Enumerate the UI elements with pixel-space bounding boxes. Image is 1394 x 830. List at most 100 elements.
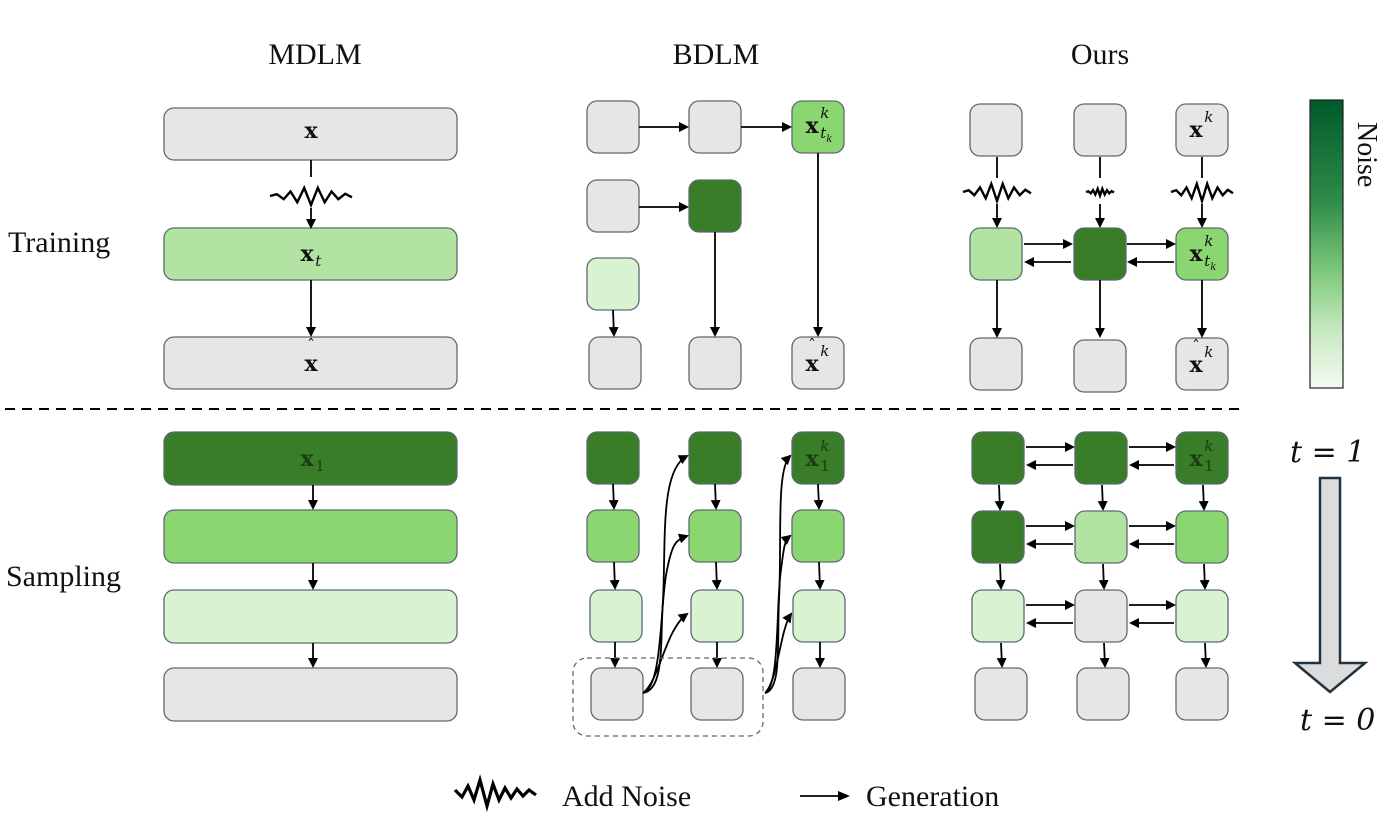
- block-outline: [572, 657, 764, 737]
- ours-sampling-box: [1076, 667, 1130, 721]
- ours-training-box: [969, 227, 1023, 281]
- noise-colorbar: [1309, 99, 1344, 389]
- generation-curve-arrow: [642, 612, 689, 694]
- bdlm-sampling-box: [690, 589, 744, 643]
- mdlm-sampling-box: [163, 431, 458, 486]
- svg-text:k: k: [826, 134, 832, 145]
- bdlm-sampling-box: [586, 431, 640, 485]
- svg-text:1: 1: [315, 457, 325, 475]
- bdlm-training-box: [688, 100, 742, 154]
- ours-sampling-box: [974, 667, 1028, 721]
- svg-text:x: x: [1189, 117, 1203, 143]
- generation-arrow: [813, 483, 824, 510]
- ours-sampling-box: [1074, 431, 1128, 485]
- generation-arrow: [608, 483, 619, 510]
- generation-curve-arrow: [764, 612, 793, 694]
- ours-sampling-box: [1074, 510, 1128, 564]
- bdlm-sampling-box: [586, 509, 640, 563]
- svg-text:x: x: [1189, 352, 1203, 378]
- time-start-label: t = 1: [1290, 435, 1366, 470]
- generation-arrow: [608, 309, 619, 337]
- ours-training-box: [1073, 227, 1127, 281]
- bdlm-training-box: [688, 179, 742, 233]
- generation-arrow: [995, 563, 1006, 590]
- bdlm-training-box: [688, 336, 742, 390]
- bdlm-sampling-box: [791, 509, 845, 563]
- svg-text:x: x: [805, 113, 819, 139]
- ours-training-box: [1175, 337, 1229, 391]
- generation-arrow: [1098, 563, 1109, 590]
- generation-arrow: [711, 561, 722, 590]
- add-noise-icon: [453, 774, 537, 813]
- time-arrow-icon: [1291, 476, 1369, 694]
- svg-text:x: x: [805, 446, 819, 472]
- label-x-hat: xˆ: [304, 336, 318, 377]
- ours-sampling-box: [1175, 510, 1229, 564]
- svg-text:x: x: [805, 351, 819, 377]
- generation-arrow: [1099, 642, 1110, 668]
- mdlm-sampling-box: [163, 589, 458, 644]
- bdlm-training-box: [586, 100, 640, 154]
- colorbar-label: Noise: [1351, 122, 1382, 188]
- column-title-bdlm: BDLM: [672, 38, 760, 71]
- bdlm-training-box: [588, 336, 642, 390]
- generation-arrow: [1198, 484, 1209, 511]
- svg-text:ˆ: ˆ: [307, 336, 315, 355]
- svg-text:x: x: [1189, 241, 1203, 267]
- mdlm-training-box: [163, 336, 458, 390]
- svg-text:t: t: [1204, 252, 1211, 270]
- ours-training-box: [1073, 103, 1127, 157]
- svg-text:k: k: [820, 437, 829, 455]
- bdlm-sampling-box: [688, 431, 742, 485]
- ours-sampling-box: [1074, 589, 1128, 643]
- ours-sampling-box: [1175, 667, 1229, 721]
- ours-training-box: [1073, 339, 1127, 393]
- bdlm-sampling-box: [792, 589, 846, 643]
- svg-text:x: x: [1189, 446, 1203, 472]
- legend-add-noise: Add Noise: [562, 780, 692, 813]
- bdlm-sampling-box: [792, 667, 846, 721]
- noise-zigzag-icon: [1085, 185, 1115, 200]
- svg-text:x: x: [304, 351, 318, 377]
- mdlm-sampling-box: [163, 509, 458, 564]
- svg-text:ˆ: ˆ: [808, 336, 816, 355]
- noise-zigzag-icon: [962, 180, 1032, 205]
- column-title-ours: Ours: [1070, 38, 1130, 71]
- svg-text:ˆ: ˆ: [1192, 337, 1200, 356]
- mdlm-sampling-box: [163, 667, 458, 722]
- row-label-training: Training: [8, 226, 111, 259]
- svg-text:1: 1: [820, 457, 830, 475]
- ours-sampling-box: [971, 510, 1025, 564]
- generation-arrow-icon: [800, 791, 850, 801]
- ours-sampling-box: [971, 431, 1025, 485]
- noise-zigzag-icon: [269, 184, 353, 209]
- generation-arrow: [996, 642, 1007, 668]
- svg-text:k: k: [820, 342, 829, 360]
- label-x: x: [304, 118, 318, 144]
- ours-sampling-box: [1175, 431, 1229, 485]
- bdlm-sampling-box: [690, 667, 744, 721]
- generation-arrow: [1200, 642, 1211, 668]
- row-label-sampling: Sampling: [6, 560, 122, 593]
- bdlm-sampling-box: [590, 667, 644, 721]
- ours-training-box: [969, 103, 1023, 157]
- column-title-mdlm: MDLM: [268, 38, 362, 71]
- bdlm-training-box: [586, 257, 640, 311]
- ours-sampling-box: [1175, 589, 1229, 643]
- generation-arrow: [609, 561, 620, 590]
- legend-generation: Generation: [866, 780, 1000, 813]
- svg-text:1: 1: [1204, 457, 1214, 475]
- time-end-label: t = 0: [1300, 703, 1376, 738]
- svg-text:k: k: [820, 104, 829, 122]
- ours-training-box: [1175, 103, 1229, 157]
